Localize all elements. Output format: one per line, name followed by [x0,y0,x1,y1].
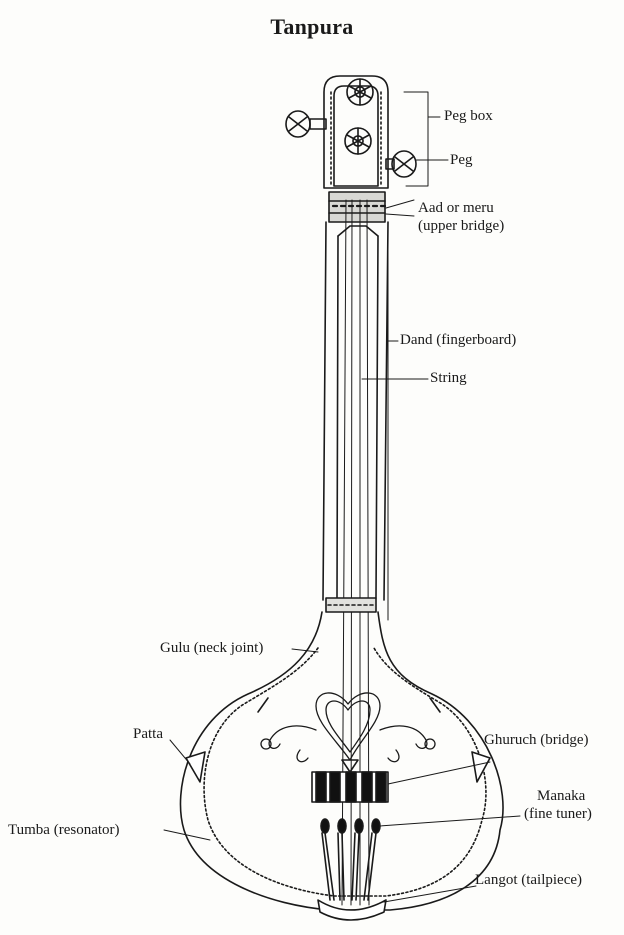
diagram-title: Tanpura [270,14,354,39]
peg-box [323,75,389,189]
ghuruch-bridge [311,759,389,803]
label-manaka-line2: (fine tuner) [524,806,592,822]
leader-lines [163,91,521,903]
aad-upper-bridge [328,191,387,223]
patta [185,751,491,783]
label-langot: Langot (tailpiece) [475,872,583,888]
gulu-neck-joint [325,597,377,613]
label-aad-line2: (upper bridge) [418,218,505,234]
manaka-fine-tuners [320,818,381,901]
peg-middle [344,127,372,155]
peg-right [385,150,417,178]
label-string: String [430,370,467,386]
dand-fingerboard [322,221,389,601]
label-ghuruch: Ghuruch (bridge) [484,732,589,748]
label-aad-line1: Aad or meru [418,200,494,216]
label-patta: Patta [133,726,163,742]
decorative-inlay [260,692,436,763]
label-tumba: Tumba (resonator) [8,822,120,838]
peg-left [285,110,327,138]
label-dand: Dand (fingerboard) [400,332,517,348]
langot-tailpiece [317,899,387,921]
label-peg-box: Peg box [444,108,493,124]
label-peg: Peg [450,152,473,168]
label-manaka-line1: Manaka [537,788,586,804]
peg-top [346,78,374,106]
label-gulu: Gulu (neck joint) [160,640,264,656]
